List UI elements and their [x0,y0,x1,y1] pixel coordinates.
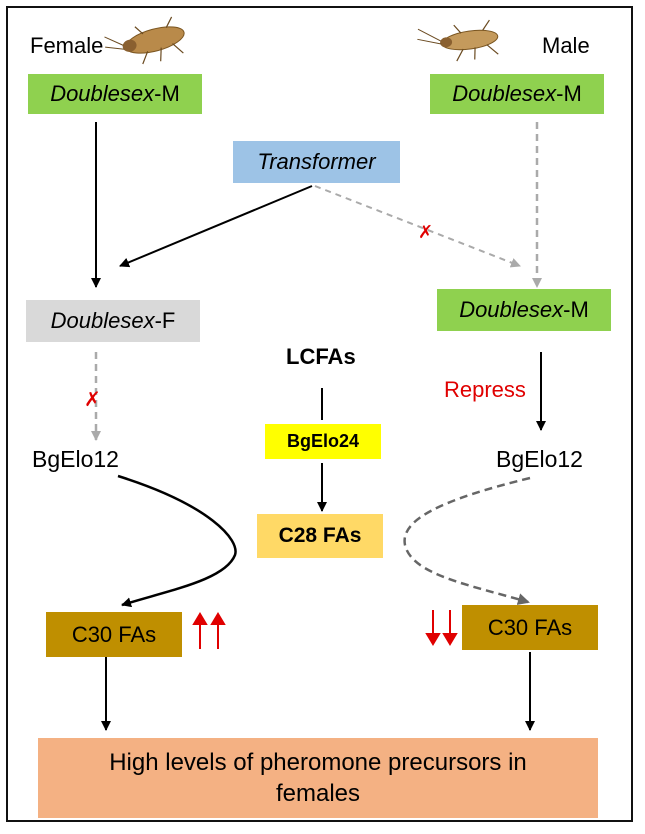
arrow-bgelo12-to-c30-left [117,474,237,608]
doublesex-m-female-box: Doublesex-M [28,74,202,114]
c28-fas-box: C28 FAs [257,514,383,558]
arrow-bgelo12-to-c30-right [403,476,531,605]
arrow-transformer-to-dsxf [119,185,313,268]
male-cockroach-icon [417,19,499,62]
down-arrows-indicator [425,610,458,646]
doublesex-f-box: Doublesex-F [26,300,200,342]
repress-label: Repress [444,377,526,402]
transformer-box: Transformer [233,141,400,183]
bgelo12-right-label: BgElo12 [496,446,583,472]
c30-fas-left-box: C30 FAs [46,612,182,657]
bgelo12-left-label: BgElo12 [32,446,119,472]
female-label: Female [30,33,104,58]
lcfas-label: LCFAs [286,344,356,369]
blocked-mark-transformer: ✗ [418,222,433,243]
bgelo24-box: BgElo24 [265,424,381,459]
doublesex-m-male-top-box: Doublesex-M [430,74,604,114]
doublesex-m-male-mid-box: Doublesex-M [437,289,611,331]
blocked-mark-dsxf: ✗ [84,387,101,411]
diagram-frame [6,6,633,822]
up-arrows-indicator [192,612,226,649]
pheromone-precursors-box: High levels of pheromone precursors in f… [38,738,598,818]
c30-fas-right-box: C30 FAs [462,605,598,650]
female-cockroach-icon [104,16,185,65]
male-label: Male [542,33,590,58]
arrow-transformer-to-dsxm-blocked [314,185,521,268]
